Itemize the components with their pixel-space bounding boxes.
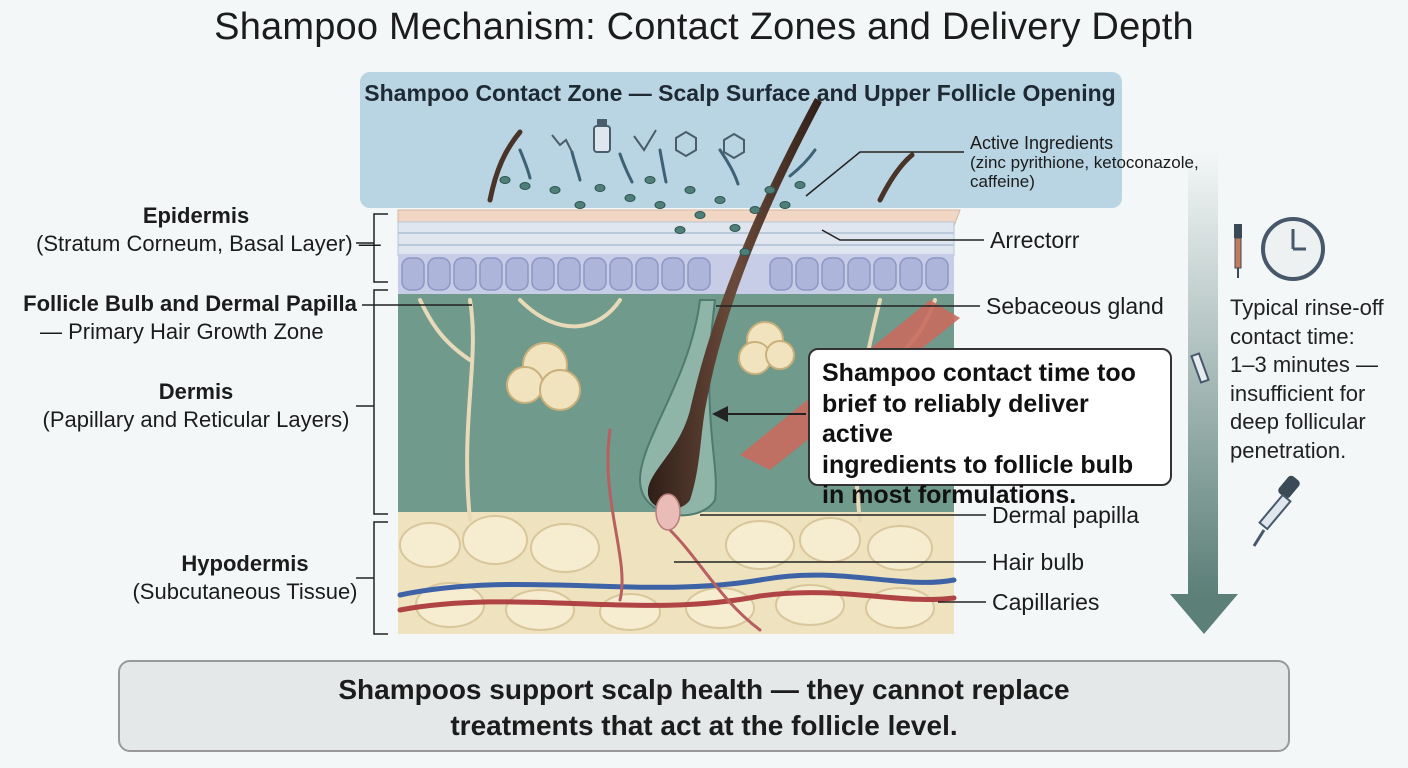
sebaceous-gland [506, 321, 795, 411]
pipette-icon [1252, 475, 1300, 547]
rinse-time-note: Typical rinse-off contact time: 1–3 minu… [1230, 294, 1384, 465]
active-ingredients-detail-1: (zinc pyrithione, ketoconazole, [970, 153, 1199, 172]
active-ingredients-label: Active Ingredients (zinc pyrithione, ket… [970, 133, 1199, 192]
hair-shaft [647, 98, 822, 510]
hair-bulb-label: Hair bulb [992, 549, 1085, 575]
rinse-note-line-1: Typical rinse-off [1230, 295, 1384, 320]
ingredient-particles [499, 176, 806, 256]
epidermis-name: Epidermis [142, 203, 250, 228]
follicle-bulb-name: Follicle Bulb and Dermal Papilla [23, 291, 357, 316]
dermal-papilla [655, 493, 681, 531]
conclusion-line-2: treatments that act at the follicle leve… [450, 710, 958, 741]
flow-arrows [518, 148, 817, 186]
hypodermis-detail: (Subcutaneous Tissue) [132, 579, 358, 604]
rinse-note-line-5: deep follicular [1230, 409, 1366, 434]
arrector-label: Arrectorr [990, 227, 1080, 253]
capillaries-label: Capillaries [992, 589, 1100, 615]
depth-arrow-head [1170, 594, 1238, 634]
conclusion-banner: Shampoos support scalp health — they can… [118, 660, 1290, 752]
contact-time-callout: Shampoo contact time too brief to reliab… [808, 348, 1172, 509]
rinse-note-line-6: penetration. [1230, 437, 1347, 463]
right-leader-lines [674, 151, 986, 603]
follicle-bulb-detail: — Primary Hair Growth Zone [40, 319, 324, 344]
callout-line-2: brief to reliably deliver active [822, 389, 1089, 449]
conclusion-line-1: Shampoos support scalp health — they can… [338, 674, 1070, 705]
dermis-name: Dermis [158, 379, 234, 404]
rinse-note-line-4: insufficient for [1230, 380, 1366, 406]
dropper-icon [1234, 224, 1242, 278]
side-hair-right [877, 152, 915, 203]
contact-zone-title: Shampoo Contact Zone — Scalp Surface and… [364, 80, 1116, 106]
follicle-bulb-label: Follicle Bulb and Dermal Papilla — Prima… [18, 290, 362, 346]
callout-arrowhead [712, 406, 728, 422]
callout-line-1: Shampoo contact time too [822, 359, 1136, 387]
dermis-detail: (Papillary and Reticular Layers) [42, 407, 350, 432]
epidermis-layer [397, 221, 955, 257]
sebaceous-gland-label: Sebaceous gland [986, 293, 1164, 319]
clock-icon [1261, 217, 1325, 281]
rinse-note-line-3: 1–3 minutes — [1230, 352, 1378, 377]
page-title: Shampoo Mechanism: Contact Zones and Del… [214, 6, 1194, 48]
active-ingredients-detail-2: caffeine) [970, 172, 1035, 191]
dermal-papilla-label: Dermal papilla [992, 502, 1140, 528]
small-dropper-icon [1190, 352, 1210, 384]
active-ingredients-title: Active Ingredients [970, 133, 1114, 153]
callout-line-4: in most formulations. [822, 481, 1077, 509]
blood-vessels [397, 428, 957, 632]
epidermis-label: Epidermis (Stratum Corneum, Basal Layer)… [36, 202, 381, 258]
layer-brackets [356, 213, 388, 635]
molecule-icons [551, 119, 745, 160]
side-hair-left [487, 129, 523, 203]
contact-zone-band [360, 72, 1122, 208]
callout-line-3: ingredients to follicle bulb [822, 450, 1134, 479]
dermis-label: Dermis (Papillary and Reticular Layers) [36, 378, 356, 434]
epidermis-detail: (Stratum Corneum, Basal Layer) — [36, 231, 381, 256]
hypodermis-name: Hypodermis [181, 551, 309, 576]
hypodermis-label: Hypodermis (Subcutaneous Tissue) [118, 550, 372, 606]
rinse-note-line-2: contact time: [1230, 323, 1355, 349]
